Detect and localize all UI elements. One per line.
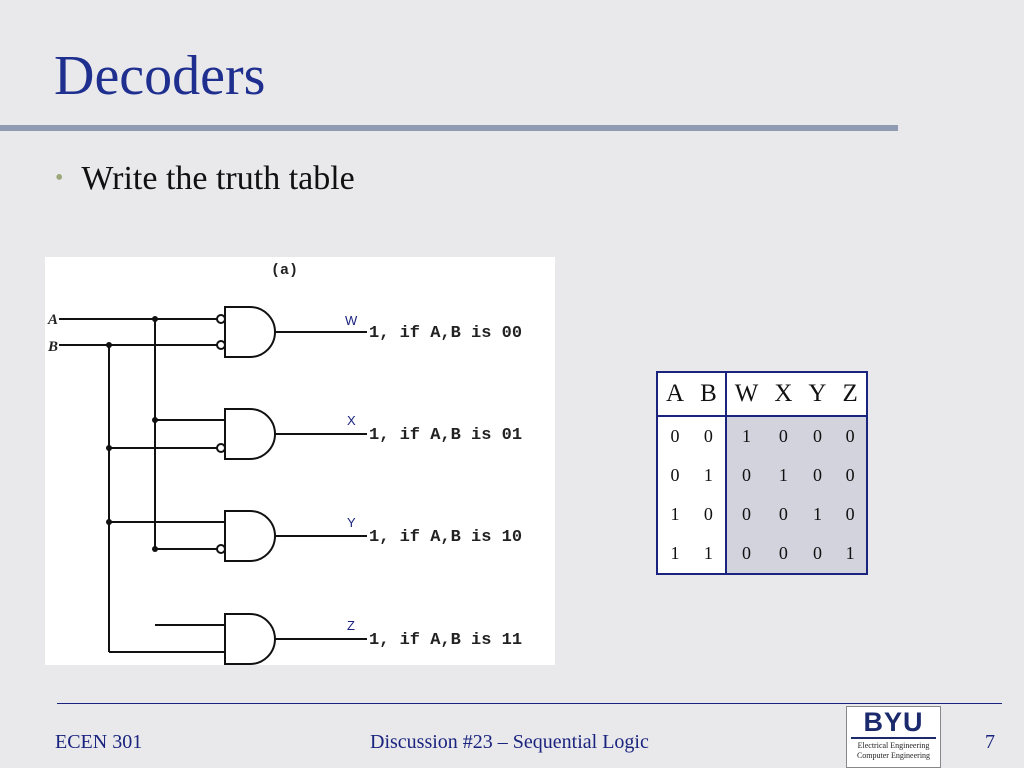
inverter-bubble-a3 (216, 544, 226, 554)
title-divider (0, 125, 898, 131)
truth-table: A B W X Y Z 0 0 1 0 0 0 0 1 0 1 0 0 1 0 … (656, 371, 868, 575)
slide-title: Decoders (54, 45, 266, 107)
bullet-text: Write the truth table (81, 160, 355, 197)
header-x: X (766, 372, 801, 417)
header-z: Z (834, 372, 867, 417)
cell: 0 (834, 456, 867, 495)
input-b-label: B (47, 339, 58, 355)
output-y-text: 1, if A,B is 10 (369, 528, 522, 547)
output-x-text: 1, if A,B is 01 (369, 426, 522, 445)
cell: 0 (692, 416, 727, 456)
header-a: A (657, 372, 693, 417)
cell: 0 (692, 495, 727, 534)
cell: 0 (800, 456, 835, 495)
cell: 0 (657, 456, 693, 495)
cell: 0 (657, 416, 693, 456)
byu-logo: BYU Electrical Engineering Computer Engi… (846, 706, 941, 768)
table-row: 0 1 0 1 0 0 (657, 456, 867, 495)
cell: 1 (725, 416, 767, 456)
output-z-text: 1, if A,B is 11 (369, 631, 522, 650)
bullet-dot-icon: • (55, 165, 64, 191)
output-w-label: W (345, 313, 358, 328)
cell: 0 (834, 495, 867, 534)
output-y-label: Y (347, 515, 356, 530)
logo-line-1: Electrical Engineering (857, 741, 930, 750)
cell: 1 (657, 534, 693, 574)
logo-line-2: Computer Engineering (856, 751, 931, 760)
cell: 0 (800, 416, 835, 456)
cell: 1 (800, 495, 835, 534)
page-number: 7 (985, 731, 995, 753)
table-row: 0 0 1 0 0 0 (657, 416, 867, 456)
input-a-label: A (47, 312, 58, 328)
footer-divider (57, 703, 1002, 704)
logo-wordmark: BYU (863, 707, 924, 737)
cell: 1 (766, 456, 801, 495)
inverter-bubble-a (216, 314, 226, 324)
cell: 0 (725, 495, 767, 534)
output-z-label: Z (347, 618, 355, 633)
header-y: Y (800, 372, 835, 417)
footer-title: Discussion #23 – Sequential Logic (370, 731, 649, 753)
diagram-label: (a) (271, 262, 298, 279)
bullet-item: • Write the truth table (55, 160, 355, 198)
cell: 0 (766, 416, 801, 456)
inverter-bubble-b2 (216, 443, 226, 453)
cell: 0 (725, 456, 767, 495)
logo-bar (851, 737, 936, 739)
output-w-text: 1, if A,B is 00 (369, 324, 522, 343)
header-b: B (692, 372, 727, 417)
truth-table-header-row: A B W X Y Z (657, 372, 867, 417)
decoder-circuit-diagram: (a) A B W X Y Z 1, if A,B is 00 1, if A,… (45, 257, 555, 665)
cell: 1 (657, 495, 693, 534)
inverter-bubble-b (216, 340, 226, 350)
table-row: 1 0 0 0 1 0 (657, 495, 867, 534)
cell: 0 (834, 416, 867, 456)
header-w: W (725, 372, 767, 417)
cell: 1 (692, 456, 727, 495)
table-row: 1 1 0 0 0 1 (657, 534, 867, 574)
cell: 1 (692, 534, 727, 574)
cell: 1 (834, 534, 867, 574)
cell: 0 (800, 534, 835, 574)
cell: 0 (725, 534, 767, 574)
footer-course: ECEN 301 (55, 731, 143, 753)
cell: 0 (766, 495, 801, 534)
cell: 0 (766, 534, 801, 574)
output-x-label: X (347, 413, 356, 428)
